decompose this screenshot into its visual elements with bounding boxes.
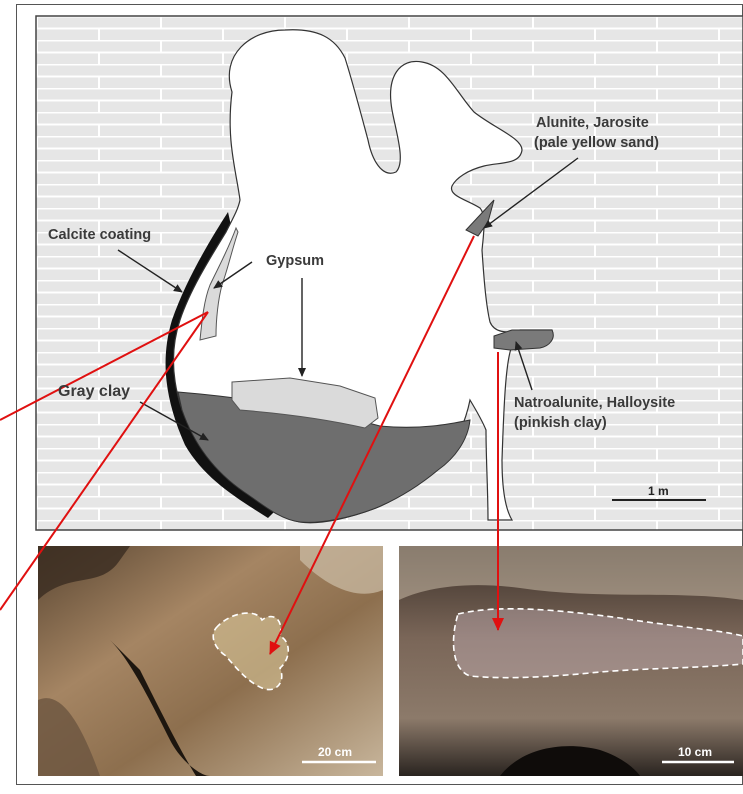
photo-right-scale-label: 10 cm	[678, 745, 712, 759]
label-pale-yellow-sand: (pale yellow sand)	[534, 134, 659, 153]
label-alunite-jarosite: Alunite, Jarosite	[536, 114, 649, 133]
photo-left	[38, 546, 383, 776]
photo-right	[399, 546, 743, 776]
label-pinkish-clay: (pinkish clay)	[514, 414, 607, 433]
photo-left-scale-label: 20 cm	[318, 745, 352, 759]
diagram-scale-label: 1 m	[648, 484, 669, 498]
label-calcite-coating: Calcite coating	[48, 226, 151, 245]
natroalunite-lens	[494, 330, 553, 350]
label-natroalunite-halloysite: Natroalunite, Halloysite	[514, 394, 675, 413]
label-gray-clay: Gray clay	[58, 382, 130, 401]
label-gypsum: Gypsum	[266, 252, 324, 271]
